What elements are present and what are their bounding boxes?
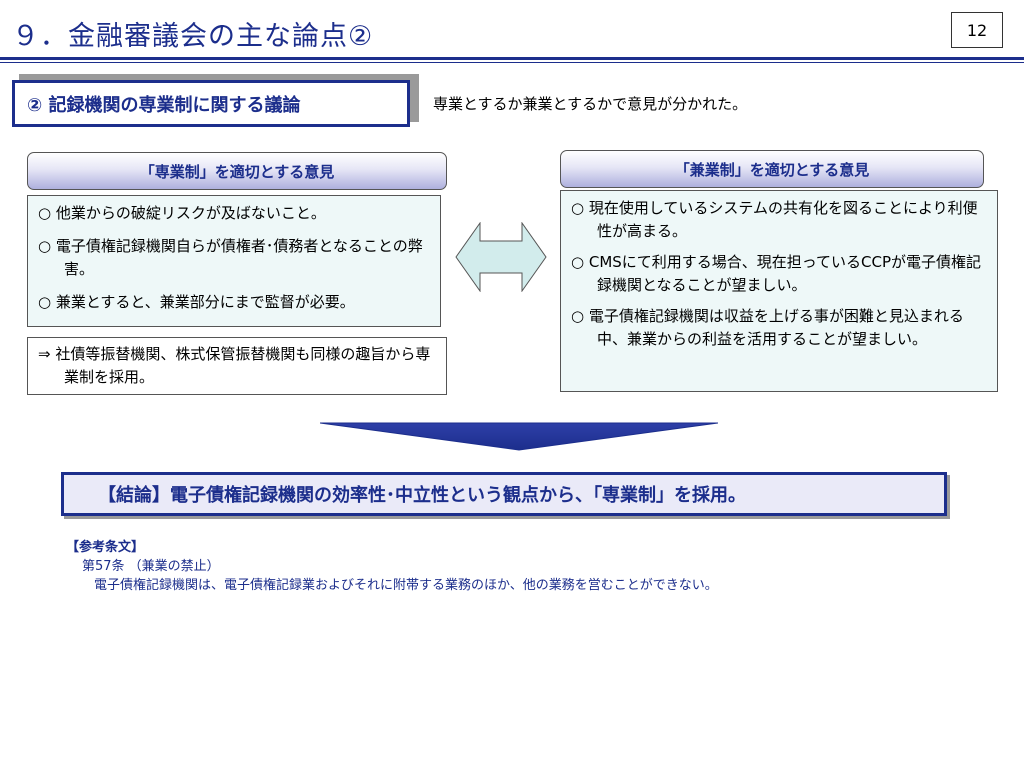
double-arrow-icon xyxy=(455,222,547,292)
exclusive-precedent-note: ⇒ 社債等振替機関、株式保管振替機関も同様の趣旨から専業制を採用。 xyxy=(27,337,447,395)
header-rule-thin xyxy=(0,62,1024,63)
exclusive-opinion-box: ○ 他業からの破綻リスクが及ばないこと。 ○ 電子債権記録機関自らが債権者･債務… xyxy=(27,195,441,327)
precedent-note-text: ⇒ 社債等振替機関、株式保管振替機関も同様の趣旨から専業制を採用。 xyxy=(38,345,431,386)
exclusive-opinion-item: ○ 電子債権記録機関自らが債権者･債務者となることの弊害。 xyxy=(38,237,423,278)
conclusion-box: 【結論】電子債権記録機関の効率性･中立性という観点から、「専業制」を採用。 xyxy=(61,472,947,516)
header-rule-thick xyxy=(0,57,1024,60)
reference-title: 【参考条文】 xyxy=(66,540,145,555)
concurrent-opinion-box: ○ 現在使用しているシステムの共有化を図ることにより利便性が高まる。 ○ CMS… xyxy=(560,190,998,392)
exclusive-opinion-heading: 「専業制」を適切とする意見 xyxy=(27,152,447,190)
concurrent-opinion-item: ○ CMSにて利用する場合、現在担っているCCPが電子債権記録機関となることが望… xyxy=(571,253,982,294)
exclusive-opinion-item: ○ 他業からの破綻リスクが及ばないこと。 xyxy=(38,204,326,222)
double-arrow-shape xyxy=(455,222,547,292)
page-title: ９．金融審議会の主な論点② xyxy=(12,21,374,52)
reference-section: 【参考条文】 第57条 （兼業の禁止） 電子債権記録機関は、電子債権記録業および… xyxy=(66,538,718,595)
concurrent-opinion-heading: 「兼業制」を適切とする意見 xyxy=(560,150,984,188)
reference-article: 第57条 （兼業の禁止） xyxy=(82,559,220,574)
down-arrow-icon xyxy=(320,422,718,451)
down-arrow-shape xyxy=(320,422,718,451)
section-title: ② 記録機関の専業制に関する議論 xyxy=(12,80,410,127)
reference-body: 電子債権記録機関は、電子債権記録業およびそれに附帯する業務のほか、他の業務を営む… xyxy=(94,578,718,593)
exclusive-opinion-item: ○ 兼業とすると、兼業部分にまで監督が必要。 xyxy=(38,293,355,311)
section-note: 専業とするか兼業とするかで意見が分かれた。 xyxy=(433,95,748,113)
concurrent-opinion-item: ○ 現在使用しているシステムの共有化を図ることにより利便性が高まる。 xyxy=(571,199,978,240)
concurrent-opinion-item: ○ 電子債権記録機関は収益を上げる事が困難と見込まれる中、兼業からの利益を活用す… xyxy=(571,307,964,348)
page-number: 12 xyxy=(951,12,1003,48)
